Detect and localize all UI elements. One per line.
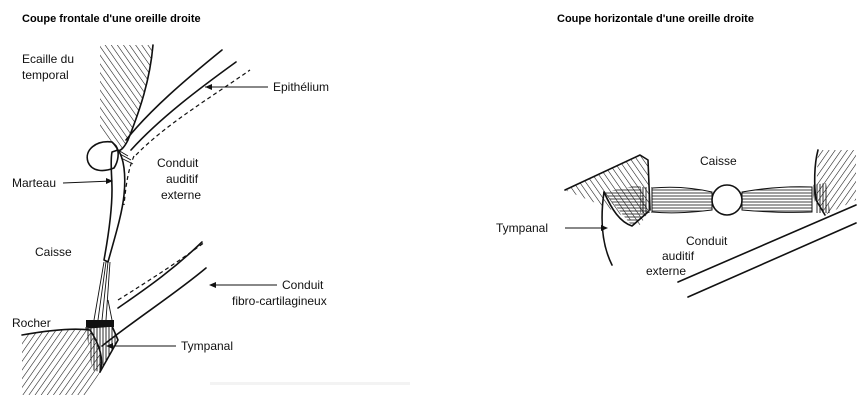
right-title: Coupe horizontale d'une oreille droite	[557, 13, 754, 25]
rocher-label: Rocher	[12, 316, 51, 330]
right-conduit-label-line1: Conduit	[686, 234, 728, 248]
right-tympanal-arrowhead	[601, 225, 608, 231]
canal-lower-wall-upper	[118, 242, 202, 308]
right-ossicle	[712, 185, 742, 215]
conduit-label-line2: auditif	[166, 172, 199, 186]
marteau-label: Marteau	[12, 176, 56, 190]
right-ring-left	[640, 187, 652, 213]
fibro-label-line2: fibro-cartilagineux	[232, 294, 327, 308]
conduit-label-line3: externe	[161, 188, 201, 202]
ecaille-label-line1: Ecaille du	[22, 52, 74, 66]
epithelium-label: Epithélium	[273, 80, 329, 94]
horizontal-section: Caisse Tympanal Conduit auditif externe	[496, 150, 856, 297]
conduit-label-line1: Conduit	[157, 156, 199, 170]
right-conduit-label-line3: externe	[646, 264, 686, 278]
epithelium-dashed-line	[136, 70, 250, 155]
tympanal-ring	[86, 320, 114, 327]
right-conduit-label-line2: auditif	[662, 249, 695, 263]
frontal-section: Ecaille du temporal Epithélium Conduit a…	[12, 45, 410, 395]
fibro-label-line1: Conduit	[282, 278, 324, 292]
right-tympanal-label: Tympanal	[496, 221, 548, 235]
caisse-label: Caisse	[35, 245, 72, 259]
right-caisse-label: Caisse	[700, 154, 737, 168]
right-left-strands	[652, 187, 712, 213]
fibro-arrowhead	[209, 282, 216, 288]
tympanal-label-left: Tympanal	[181, 339, 233, 353]
marteau-head	[87, 142, 118, 171]
scan-artifact	[210, 382, 410, 385]
right-right-strands	[742, 187, 812, 213]
canal-lower-wall-lower	[102, 268, 206, 346]
left-title: Coupe frontale d'une oreille droite	[22, 13, 201, 25]
tympanic-membrane-strands	[94, 262, 112, 320]
ecaille-label-line2: temporal	[22, 68, 69, 82]
marteau-leader	[63, 181, 112, 183]
